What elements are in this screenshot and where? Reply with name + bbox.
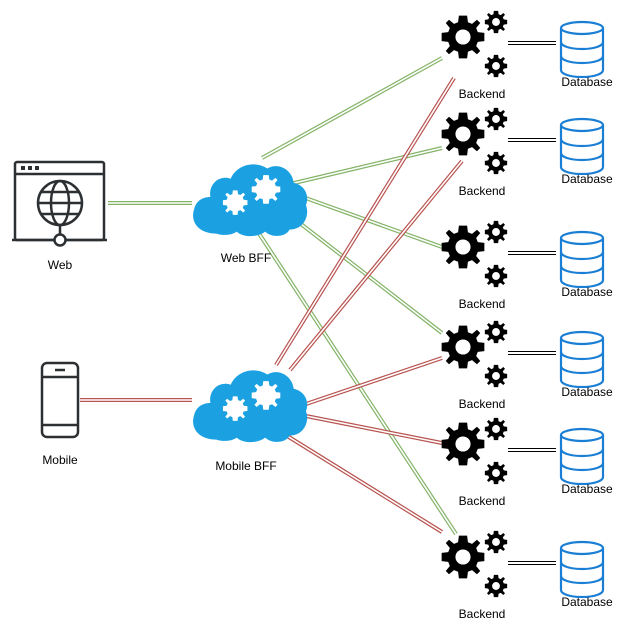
mobile-client: Mobile bbox=[40, 361, 80, 467]
backend-label: Backend bbox=[459, 297, 506, 311]
backend-services: BackendBackendBackendBackendBackendBacke… bbox=[442, 11, 508, 621]
backend-label: Backend bbox=[459, 494, 506, 508]
mobile-bff-label: Mobile BFF bbox=[215, 459, 276, 473]
database-label: Database bbox=[561, 172, 613, 186]
database-2: Database bbox=[559, 117, 613, 186]
mobile-bff-backend-link bbox=[274, 76, 456, 367]
backend-db-link bbox=[508, 41, 556, 45]
smartphone-icon bbox=[40, 361, 80, 439]
mobile-bff-backend-link bbox=[282, 432, 444, 534]
backend-db-link bbox=[508, 561, 556, 565]
gears-icon bbox=[442, 321, 508, 387]
backend-label: Backend bbox=[459, 184, 506, 198]
database-icon bbox=[559, 330, 605, 388]
backend-4: Backend bbox=[442, 321, 508, 411]
backend-1: Backend bbox=[442, 11, 508, 101]
gears-icon bbox=[442, 11, 508, 77]
web-bff: Web BFF bbox=[193, 164, 308, 265]
backend-db-link bbox=[508, 138, 556, 142]
backend-db-link bbox=[508, 251, 556, 255]
backend-2: Backend bbox=[442, 108, 508, 198]
cloud-gears-icon bbox=[193, 370, 308, 443]
database-label: Database bbox=[561, 595, 613, 609]
backend-db-link bbox=[508, 351, 556, 355]
browser-icon bbox=[12, 160, 107, 247]
web-bff-backend-link bbox=[299, 194, 443, 249]
gears-icon bbox=[442, 108, 508, 174]
database-6: Database bbox=[559, 540, 613, 609]
web-client: Web bbox=[12, 160, 107, 272]
web-bff-label: Web BFF bbox=[221, 251, 271, 265]
backend-label: Backend bbox=[459, 397, 506, 411]
web-label: Web bbox=[48, 258, 73, 272]
gears-icon bbox=[442, 418, 508, 484]
database-icon bbox=[559, 427, 605, 485]
web-bff-backend-link bbox=[289, 146, 443, 186]
backend-6: Backend bbox=[442, 531, 508, 621]
database-3: Database bbox=[559, 230, 613, 299]
connection-lines bbox=[80, 56, 464, 536]
backend-label: Backend bbox=[459, 607, 506, 621]
mobile-bff: Mobile BFF bbox=[193, 370, 308, 473]
backend-label: Backend bbox=[459, 87, 506, 101]
backend-3: Backend bbox=[442, 221, 508, 311]
database-1: Database bbox=[559, 20, 613, 89]
mobile-bff-backend-link bbox=[305, 414, 443, 445]
mobile-bff-backend-link bbox=[288, 159, 464, 372]
database-4: Database bbox=[559, 330, 613, 399]
database-label: Database bbox=[561, 385, 613, 399]
gears-icon bbox=[442, 531, 508, 597]
database-icon bbox=[559, 20, 605, 78]
web-bff-backend-link bbox=[256, 230, 458, 536]
database-icon bbox=[559, 117, 605, 175]
mobile-bff-backend-link bbox=[305, 356, 443, 406]
database-icon bbox=[559, 540, 605, 598]
web-bff-backend-link bbox=[261, 56, 443, 160]
mobile-label: Mobile bbox=[42, 453, 78, 467]
database-icon bbox=[559, 230, 605, 288]
database-5: Database bbox=[559, 427, 613, 496]
cloud-gears-icon bbox=[193, 164, 308, 237]
gears-icon bbox=[442, 221, 508, 287]
databases: DatabaseDatabaseDatabaseDatabaseDatabase… bbox=[508, 20, 613, 609]
database-label: Database bbox=[561, 285, 613, 299]
backend-db-link bbox=[508, 448, 556, 452]
database-label: Database bbox=[561, 75, 613, 89]
web-bff-backend-link bbox=[286, 212, 444, 335]
backend-5: Backend bbox=[442, 418, 508, 508]
database-label: Database bbox=[561, 482, 613, 496]
